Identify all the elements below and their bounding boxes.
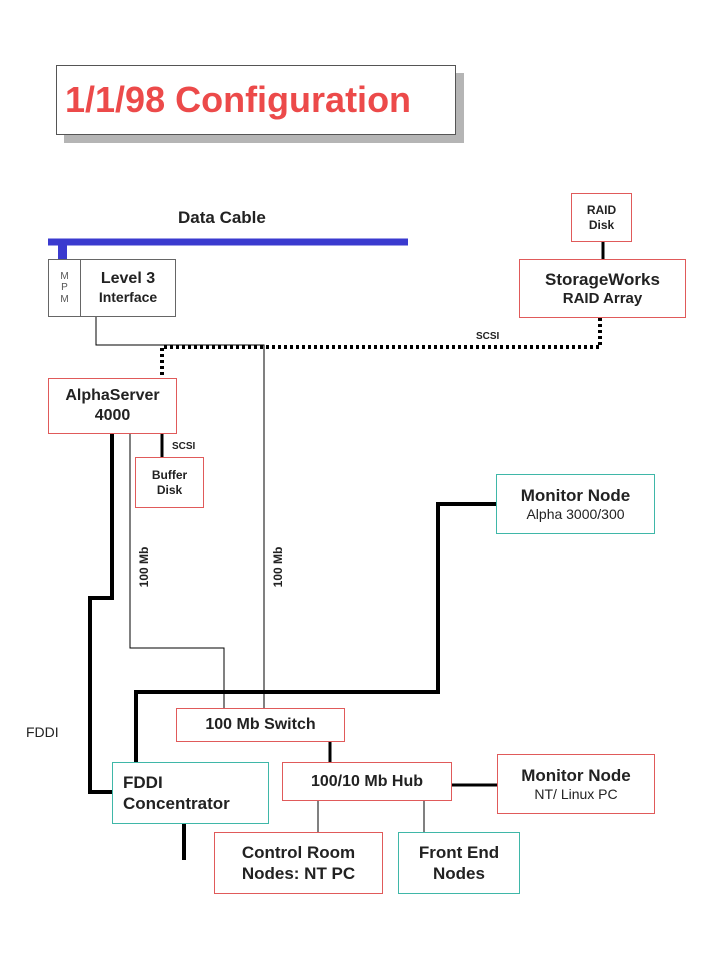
alphaserver-line1: AlphaServer [65, 387, 160, 404]
storageworks-title: StorageWorks [545, 269, 660, 289]
level3-interface-box: Level 3 Interface [80, 259, 176, 317]
monitor-node-alpha-subtitle: Alpha 3000/300 [526, 505, 625, 522]
mpm-letter: M [60, 293, 69, 305]
page-title: 1/1/98 Configuration [65, 79, 412, 120]
raid-disk-line1: RAID [586, 202, 617, 217]
front-end-box: Front End Nodes [398, 832, 520, 894]
alphaserver-to-switch-link [129, 434, 225, 708]
monitor-node-pc-subtitle: NT/ Linux PC [534, 785, 618, 802]
raid-disk-box: RAID Disk [571, 193, 632, 242]
monitor1-to-fddi-link [134, 502, 496, 762]
scsi-dotted-link [160, 318, 602, 378]
level3-title: Level 3 [100, 270, 156, 288]
switch-box: 100 Mb Switch [176, 708, 345, 742]
alphaserver-box: AlphaServer 4000 [48, 378, 177, 434]
hub-box: 100/10 Mb Hub [282, 762, 452, 801]
front-end-line1: Front End [418, 842, 500, 862]
fddi-concentrator-line2: Concentrator [123, 794, 230, 813]
fddi-link-label: FDDI [26, 724, 59, 740]
control-room-line2: Nodes: NT PC [241, 864, 356, 883]
control-room-line1: Control Room [241, 842, 356, 862]
data-cable-label: Data Cable [178, 208, 266, 227]
scsi-top-label: SCSI [476, 331, 500, 342]
control-room-box: Control Room Nodes: NT PC [214, 832, 383, 894]
mb-left-label: 100 Mb [137, 546, 151, 588]
monitor-node-pc-box: Monitor Node NT/ Linux PC [497, 754, 655, 814]
fddi-link [88, 420, 114, 794]
mb-right-label: 100 Mb [271, 546, 285, 588]
alphaserver-line2: 4000 [94, 407, 131, 424]
mpm-letter: P [61, 282, 68, 294]
storageworks-box: StorageWorks RAID Array [519, 259, 686, 318]
front-end-line2: Nodes [433, 864, 485, 883]
buffer-disk-line1: Buffer [151, 467, 188, 482]
raid-disk-line2: Disk [588, 217, 615, 232]
fddi-concentrator-line1: FDDI [123, 772, 163, 792]
title-box: 1/1/98 Configuration [56, 65, 456, 135]
data-cable-tap [58, 242, 67, 259]
storageworks-subtitle: RAID Array [562, 289, 643, 307]
fddi-concentrator-box: FDDI Concentrator [112, 762, 269, 824]
monitor-node-pc-title: Monitor Node [521, 765, 631, 785]
level3-subtitle: Interface [98, 289, 158, 306]
switch-label: 100 Mb Switch [205, 716, 316, 733]
mpm-box: M P M [48, 259, 81, 317]
level3-to-switch-link [95, 317, 265, 708]
hub-label: 100/10 Mb Hub [310, 772, 424, 790]
buffer-disk-line2: Disk [156, 482, 183, 497]
scsi-buffer-label: SCSI [172, 441, 196, 452]
monitor-node-alpha-title: Monitor Node [520, 485, 631, 505]
mpm-letter: M [60, 270, 69, 282]
monitor-node-alpha-box: Monitor Node Alpha 3000/300 [496, 474, 655, 534]
buffer-disk-box: Buffer Disk [135, 457, 204, 508]
